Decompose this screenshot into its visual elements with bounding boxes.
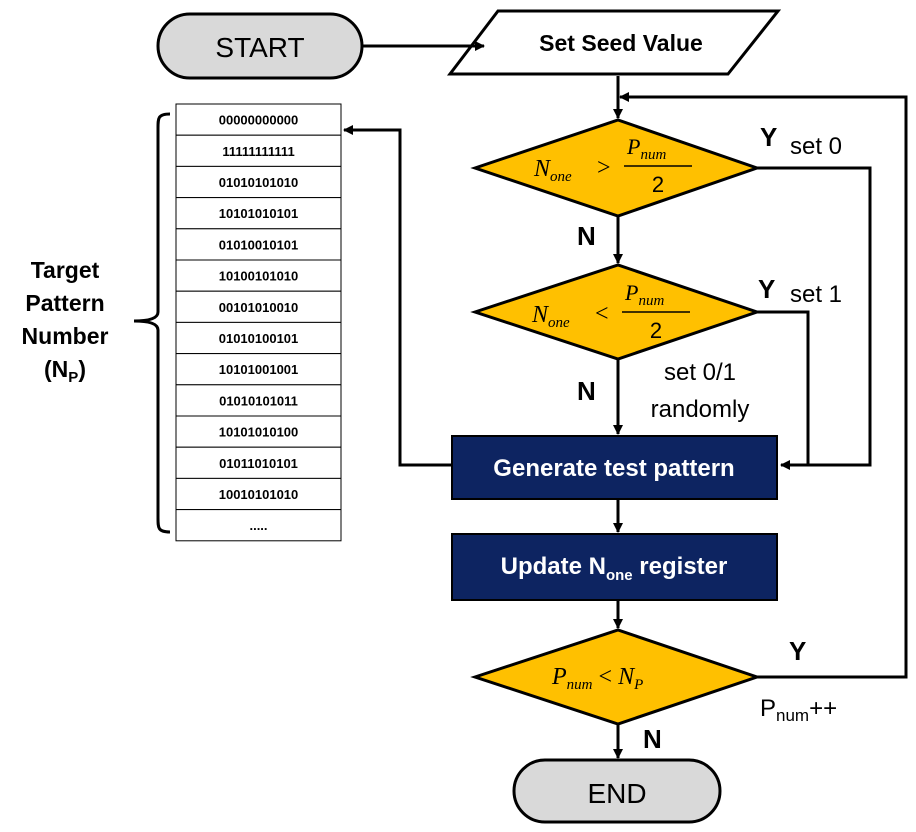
- set-seed-node: Set Seed Value: [446, 9, 782, 76]
- pattern-cell: [175, 259, 342, 292]
- label-n1: N: [577, 221, 596, 251]
- decision3-expression: Pnum<NP: [551, 664, 643, 693]
- generate-test-pattern-node: Generate test pattern: [451, 435, 778, 500]
- table-brace: [133, 112, 171, 534]
- pattern-row: 00000000000: [175, 103, 342, 136]
- pattern-cell: [175, 415, 342, 448]
- decision-n-one-greater: None > Pnum 2: [470, 118, 762, 218]
- edge-labels: Y set 0 Y set 1 N N set 0/1 randomly Y P…: [577, 122, 842, 754]
- decision2-numerator: Pnum: [624, 280, 664, 309]
- pattern-value: 10101001001: [219, 362, 299, 377]
- target-line3: Number: [22, 323, 109, 349]
- generate-label: Generate test pattern: [493, 455, 734, 482]
- decision1-left: None: [533, 156, 572, 185]
- pattern-row: 01010100101: [175, 321, 342, 355]
- target-line1: Target: [31, 257, 100, 283]
- pattern-value: 01011010101: [219, 456, 298, 471]
- start-terminal: START: [156, 12, 364, 80]
- arrow-decision2-yes: [757, 310, 810, 465]
- label-n3: N: [643, 724, 662, 754]
- arrow-generate-to-table: [343, 125, 452, 467]
- pattern-cell: [175, 321, 342, 355]
- end-terminal: END: [512, 758, 722, 824]
- label-y1: Y: [760, 122, 777, 152]
- pattern-cell: [175, 509, 342, 542]
- pattern-row: 01010010101: [175, 228, 342, 261]
- label-n2: N: [577, 376, 596, 406]
- pattern-row: 10010101010: [175, 477, 342, 511]
- arrow-decision1-yes: [757, 166, 872, 470]
- decision2-left: None: [531, 302, 570, 331]
- pattern-value: .....: [249, 518, 267, 533]
- pattern-row: 11111111111: [175, 134, 342, 167]
- pattern-row: 01011010101: [175, 446, 342, 479]
- pattern-row: .....: [175, 509, 342, 542]
- decision2-denominator: 2: [650, 318, 662, 343]
- arrow-decision3-loop: [619, 92, 908, 679]
- update-label: Update None register: [501, 553, 728, 584]
- label-y3: Y: [789, 636, 806, 666]
- pattern-cell: [175, 228, 342, 261]
- pattern-row: 10101001001: [175, 353, 342, 386]
- pattern-value: 01010100101: [219, 331, 299, 346]
- pattern-cell: [175, 134, 342, 167]
- pattern-cell: [175, 353, 342, 386]
- pattern-value: 10100101010: [219, 269, 299, 284]
- connectors: [133, 41, 908, 759]
- decision2-operator: <: [595, 301, 609, 327]
- set-seed-label: Set Seed Value: [539, 30, 703, 56]
- decision1-operator: >: [597, 155, 611, 181]
- target-line4: (NP): [44, 356, 86, 386]
- label-set1: set 1: [790, 281, 842, 308]
- pattern-table: 00000000000 11111111111 01010101010 1010101…: [175, 103, 342, 542]
- label-set0: set 0: [790, 133, 842, 160]
- label-y2: Y: [758, 274, 775, 304]
- pattern-row: 10101010100: [175, 415, 342, 448]
- pattern-value: 01010101011: [219, 393, 298, 408]
- pattern-value: 10101010101: [219, 206, 299, 221]
- pattern-cell: [175, 290, 342, 323]
- pattern-cell: [175, 197, 342, 230]
- pattern-row: 10101010101: [175, 197, 342, 230]
- label-pnum-increment: Pnum++: [760, 695, 837, 725]
- pattern-row: 00101010010: [175, 290, 342, 323]
- pattern-cell: [175, 446, 342, 479]
- pattern-value: 10010101010: [219, 487, 299, 502]
- target-line2: Pattern: [25, 290, 104, 316]
- pattern-row: 01010101011: [175, 384, 342, 417]
- pattern-value: 00101010010: [219, 300, 299, 315]
- label-random-line1: set 0/1: [664, 359, 736, 386]
- pattern-cell: [175, 477, 342, 511]
- decision1-denominator: 2: [652, 172, 664, 197]
- decision-n-one-less: None < Pnum 2: [470, 263, 762, 361]
- pattern-value: 01010010101: [219, 237, 299, 252]
- pattern-row: 01010101010: [175, 165, 342, 199]
- decision1-numerator: Pnum: [626, 134, 666, 163]
- pattern-value: 11111111111: [222, 144, 294, 159]
- target-pattern-number-label: Target Pattern Number (NP): [22, 257, 109, 386]
- pattern-value: 10101010100: [219, 425, 299, 440]
- end-label: END: [587, 778, 646, 809]
- pattern-value: 01010101010: [219, 175, 299, 190]
- pattern-row: 10100101010: [175, 259, 342, 292]
- pattern-value: 00000000000: [219, 113, 299, 128]
- update-register-node: Update None register: [451, 533, 778, 601]
- decision-pnum-less-np: Pnum<NP: [470, 628, 762, 726]
- label-random-line2: randomly: [651, 396, 750, 423]
- pattern-cell: [175, 384, 342, 417]
- start-label: START: [215, 32, 304, 63]
